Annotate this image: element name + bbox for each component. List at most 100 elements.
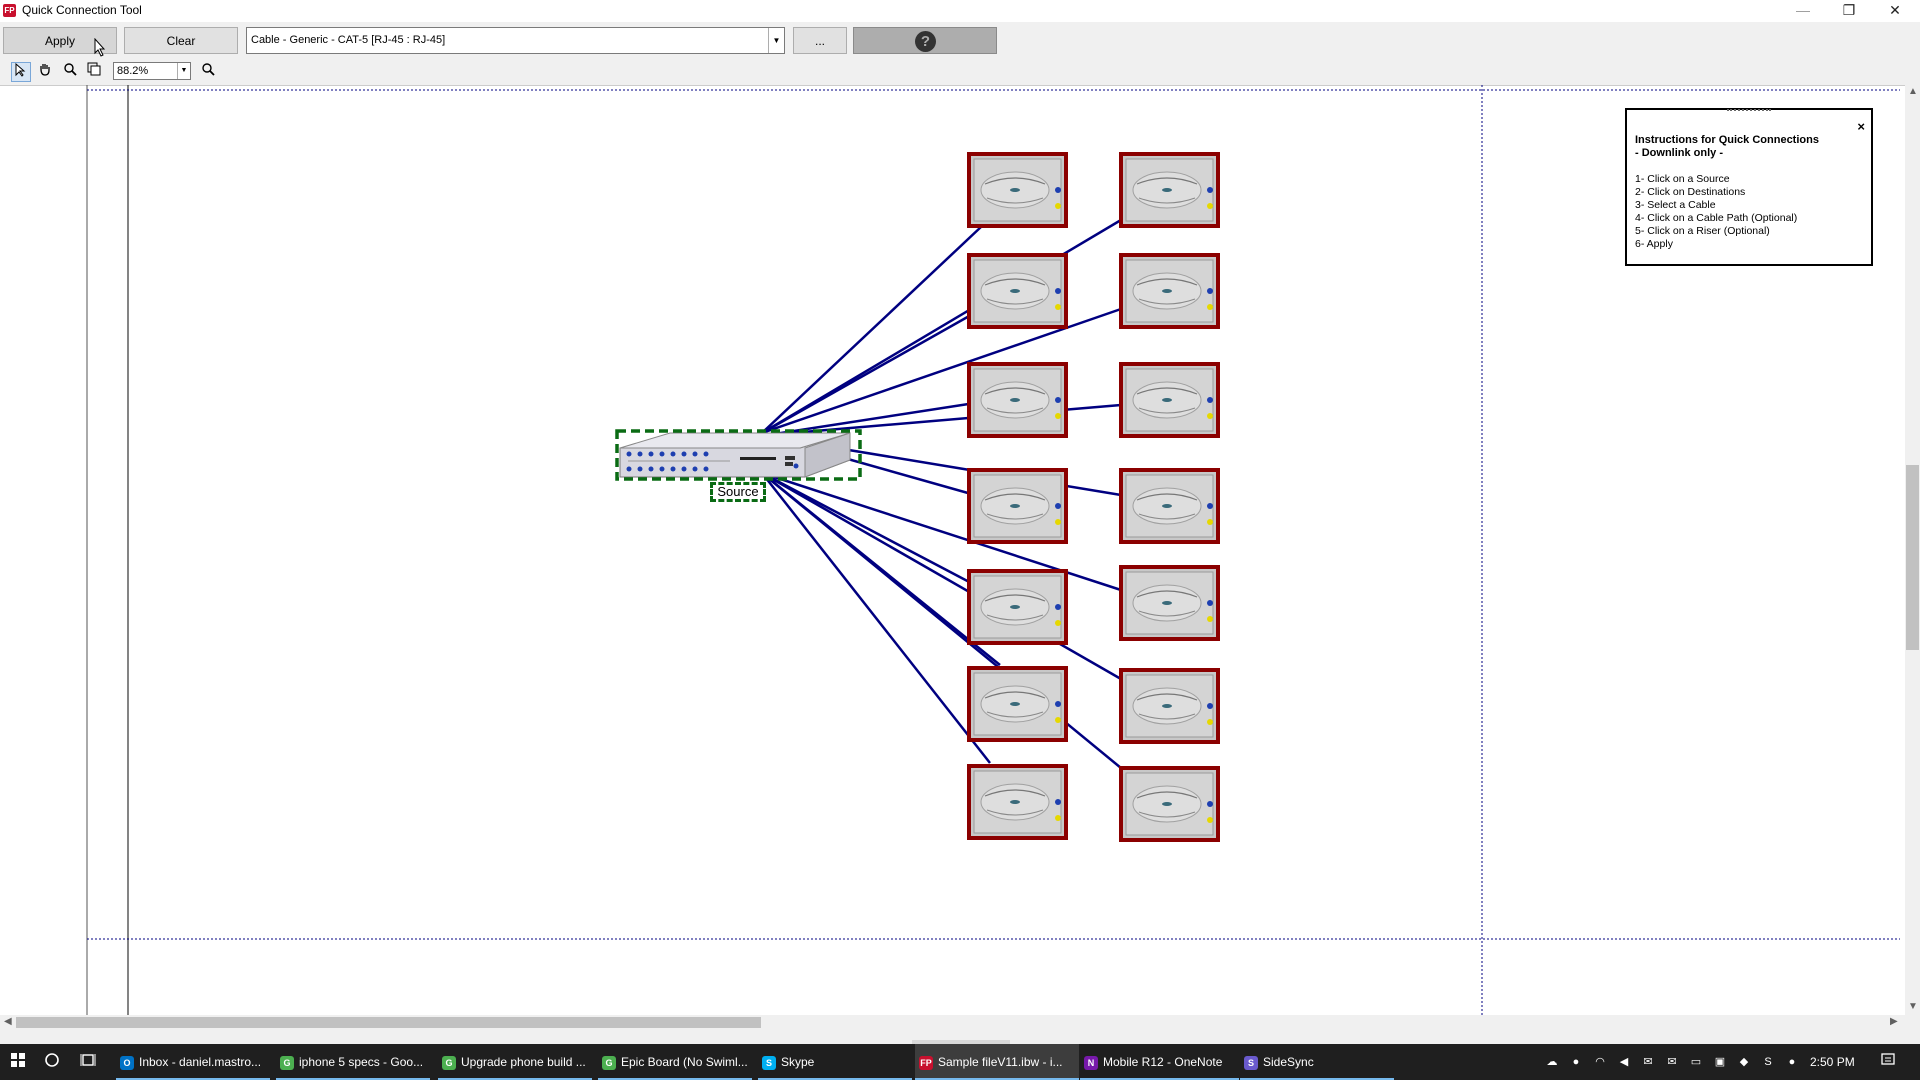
mouse-cursor-icon	[94, 38, 106, 57]
volume-icon[interactable]: ◀	[1619, 1056, 1629, 1068]
destination-device[interactable]	[1119, 362, 1220, 438]
app-tray-icon[interactable]: ◆	[1739, 1056, 1749, 1068]
instruction-step: 2- Click on Destinations	[1635, 186, 1746, 198]
instructions-panel[interactable]: × Instructions for Quick Connections - D…	[1625, 108, 1873, 266]
cable-line[interactable]	[761, 472, 991, 764]
cortana-search-icon[interactable]	[42, 1052, 62, 1072]
clear-button[interactable]: Clear	[124, 27, 238, 54]
network-icon[interactable]: ▣	[1714, 1056, 1726, 1068]
chrome-tray-icon[interactable]: ●	[1572, 1056, 1580, 1068]
destination-device[interactable]	[1119, 253, 1220, 329]
zoom-tool-icon[interactable]	[61, 62, 79, 80]
scroll-right-icon[interactable]: ▶	[1890, 1016, 1898, 1027]
destination-device[interactable]	[967, 764, 1068, 840]
destination-device[interactable]	[1119, 152, 1220, 228]
zoom-search-icon[interactable]	[199, 62, 217, 80]
chrome-icon: G	[602, 1055, 616, 1070]
running-indicator	[1080, 1078, 1239, 1080]
help-icon: ?	[915, 31, 936, 52]
destination-device[interactable]	[967, 152, 1068, 228]
tray-extra-icon[interactable]: ●	[1788, 1056, 1796, 1068]
instruction-step: 4- Click on a Cable Path (Optional)	[1635, 212, 1798, 224]
destination-device[interactable]	[967, 253, 1068, 329]
skype-icon: S	[762, 1055, 776, 1070]
wifi-icon[interactable]: ◠	[1595, 1056, 1605, 1068]
instruction-step: 3- Select a Cable	[1635, 199, 1716, 211]
instruction-step: 6- Apply	[1635, 238, 1673, 250]
chrome-icon: G	[442, 1055, 456, 1070]
source-switch[interactable]	[619, 432, 851, 478]
scroll-up-icon[interactable]: ▲	[1908, 86, 1918, 97]
task-view-icon[interactable]	[78, 1052, 98, 1072]
close-icon[interactable]: ×	[1857, 119, 1865, 134]
battery-icon[interactable]: ▭	[1690, 1056, 1702, 1068]
horizontal-scroll-thumb[interactable]	[16, 1017, 761, 1028]
taskbar-item-label: Inbox - daniel.mastro...	[139, 1055, 262, 1069]
skype-tray-icon[interactable]: S	[1764, 1056, 1772, 1068]
sidesync-icon: S	[1244, 1055, 1258, 1070]
zoom-extents-icon[interactable]	[85, 62, 103, 80]
instructions-subtitle: - Downlink only -	[1635, 147, 1723, 159]
action-center-icon[interactable]	[1878, 1052, 1898, 1072]
taskbar-item-label: iphone 5 specs - Goo...	[299, 1055, 424, 1069]
destination-devices	[967, 152, 1220, 842]
source-selection-box	[615, 429, 862, 481]
taskbar-item-label: Upgrade phone build ...	[461, 1055, 586, 1069]
source-label: Source	[710, 482, 766, 502]
destination-device[interactable]	[1119, 668, 1220, 744]
cable-line[interactable]	[761, 313, 972, 435]
taskbar-clock[interactable]: 2:50 PM	[1810, 1055, 1855, 1069]
more-button[interactable]: ...	[793, 27, 847, 54]
scroll-down-icon[interactable]: ▼	[1908, 1001, 1918, 1012]
minimize-button[interactable]: —	[1796, 2, 1810, 18]
destination-device[interactable]	[1119, 565, 1220, 641]
title-bar	[0, 0, 1920, 22]
scroll-left-icon[interactable]: ◀	[4, 1016, 12, 1027]
pan-hand-icon[interactable]	[36, 62, 54, 80]
restore-button[interactable]: ❐	[1842, 2, 1856, 18]
desktop-peek[interactable]	[912, 1040, 1010, 1044]
cable-line[interactable]	[761, 471, 976, 587]
diagram	[86, 85, 1900, 1015]
chevron-down-icon[interactable]: ▼	[177, 63, 190, 79]
chevron-down-icon[interactable]: ▼	[768, 28, 784, 53]
select-arrow-icon[interactable]	[11, 62, 31, 82]
zoom-level-value: 88.2%	[117, 65, 149, 77]
mail-icon[interactable]: ✉	[1667, 1056, 1677, 1068]
drawing-canvas[interactable]	[0, 85, 1905, 1016]
onedrive-icon[interactable]: ☁	[1546, 1056, 1558, 1068]
taskbar-item[interactable]: G Upgrade phone build ...	[438, 1044, 592, 1080]
destination-device[interactable]	[967, 362, 1068, 438]
close-button[interactable]: ✕	[1889, 2, 1901, 18]
destination-device[interactable]	[1119, 766, 1220, 842]
onenote-icon: N	[1084, 1055, 1098, 1070]
windows-start-icon[interactable]	[8, 1052, 28, 1072]
outlook-tray-icon[interactable]: ✉	[1643, 1056, 1653, 1068]
destination-device[interactable]	[967, 569, 1068, 645]
destination-device[interactable]	[967, 468, 1068, 544]
help-button[interactable]: ?	[853, 27, 997, 54]
cable-line[interactable]	[761, 307, 1122, 435]
view-tools	[0, 59, 1920, 83]
window-title: Quick Connection Tool	[22, 3, 142, 17]
cable-select[interactable]: Cable - Generic - CAT-5 [RJ-45 : RJ-45] …	[246, 27, 785, 54]
running-indicator	[915, 1078, 1079, 1080]
taskbar-item-label: Sample fileV11.ibw - i...	[938, 1055, 1063, 1069]
destination-device[interactable]	[967, 666, 1068, 742]
cable-select-value: Cable - Generic - CAT-5 [RJ-45 : RJ-45]	[251, 34, 446, 46]
app-icon: FP	[3, 4, 16, 17]
drag-grip[interactable]	[1727, 109, 1771, 113]
vertical-scroll-thumb[interactable]	[1906, 465, 1919, 650]
destination-device[interactable]	[1119, 468, 1220, 544]
running-indicator	[276, 1078, 430, 1080]
instruction-step: 1- Click on a Source	[1635, 173, 1730, 185]
zoom-level-input[interactable]: 88.2% ▼	[113, 62, 191, 80]
cable-line[interactable]	[761, 225, 983, 434]
